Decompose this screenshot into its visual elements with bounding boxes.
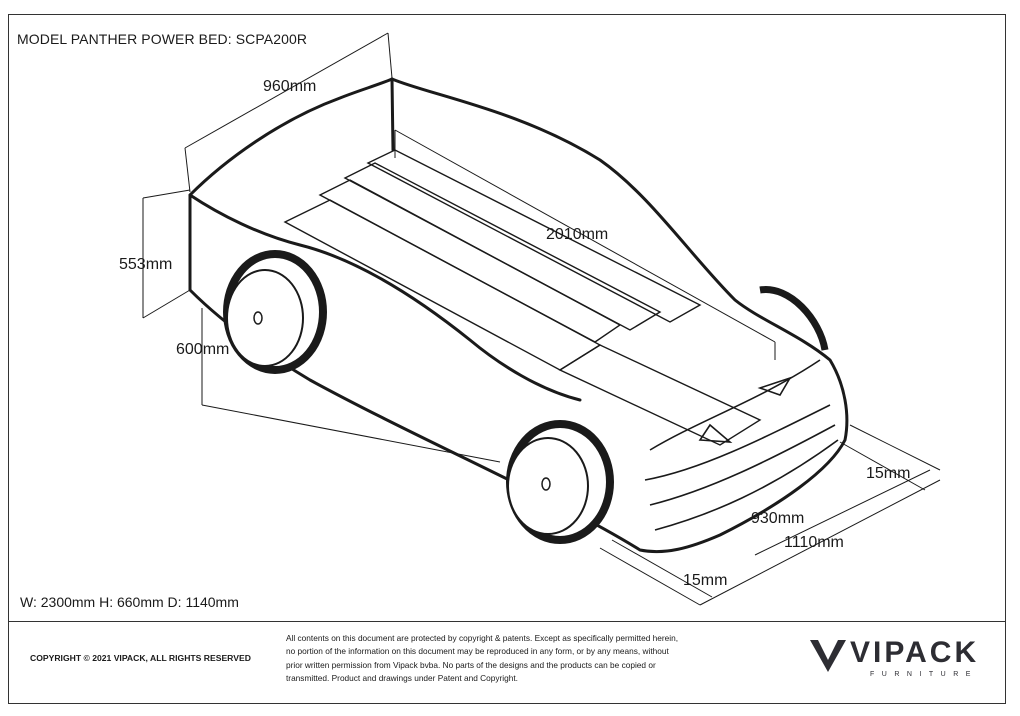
front-wheel [506,420,614,544]
legal-line: All contents on this document are protec… [286,633,679,643]
dim-553: 553mm [119,256,172,273]
bed-front-grille [644,359,839,531]
drawing-frame [8,14,1006,704]
dim-15-right: 15mm [866,465,910,482]
dim-1110: 1110mm [784,534,844,551]
legal-line: transmitted. Product and drawings under … [286,673,518,684]
dim-960: 960mm [263,78,316,95]
dim-15-bottom: 15mm [683,572,727,589]
dim-2010: 2010mm [546,226,608,243]
legal-line: prior written permission from Vipack bvb… [286,659,656,670]
footer-divider [8,621,1006,622]
vipack-mark-icon [810,639,846,672]
dim-930: 930mm [751,510,804,527]
model-title: MODEL PANTHER POWER BED: SCPA200R [17,31,308,47]
vipack-logo: VIPACK FURNITURE [808,634,998,682]
dim-600: 600mm [176,341,229,358]
rear-wheel [223,250,327,374]
bed-outline [188,77,849,554]
overall-dimensions: W: 2300mm H: 660mm D: 1140mm [20,594,239,610]
legal-notice: All contents on this document are protec… [286,632,736,686]
back-right-wheel [759,286,829,351]
bed-slats [283,149,762,446]
logo-subtitle: FURNITURE [870,671,978,678]
legal-line: no portion of the information on this do… [286,646,669,657]
logo-wordmark: VIPACK [850,636,980,669]
copyright-notice: COPYRIGHT © 2021 VIPACK, ALL RIGHTS RESE… [30,653,251,663]
